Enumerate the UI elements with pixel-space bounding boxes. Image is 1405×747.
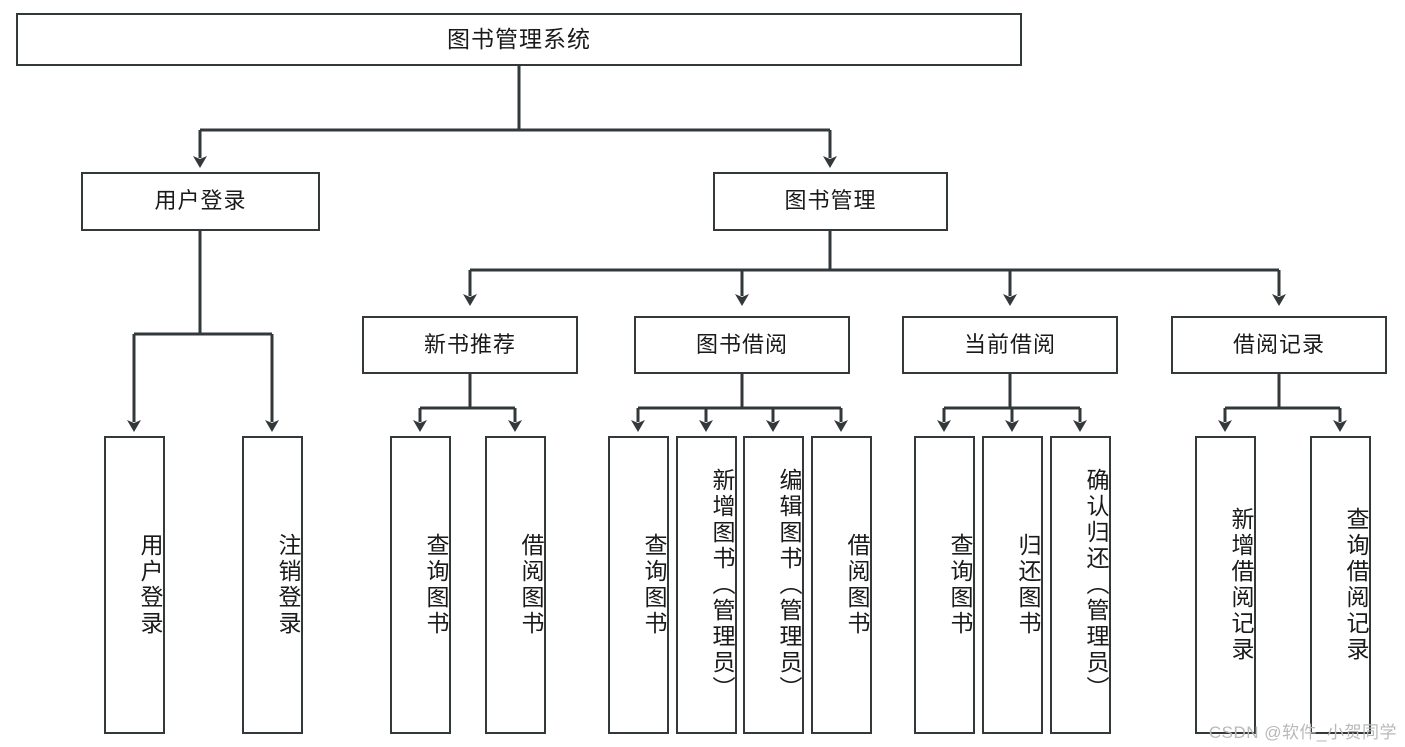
node-label: 新增图书（管理员） <box>709 468 735 702</box>
node-book-management[interactable]: 图书管理 <box>713 172 948 231</box>
node-label: 编辑图书（管理员） <box>776 468 802 702</box>
leaf-user-login-login[interactable]: 用户登录 <box>104 436 165 734</box>
node-label: 图书管理系统 <box>447 25 591 52</box>
leaf-borrow-record-query[interactable]: 查询借阅记录 <box>1310 436 1371 734</box>
node-label: 借阅图书 <box>844 533 870 637</box>
node-root-system[interactable]: 图书管理系统 <box>16 13 1022 66</box>
node-label: 图书管理 <box>784 188 877 214</box>
node-label: 查询图书 <box>947 533 973 637</box>
node-borrow-record[interactable]: 借阅记录 <box>1171 316 1387 374</box>
node-user-login[interactable]: 用户登录 <box>81 172 320 231</box>
node-label: 确认归还（管理员） <box>1083 468 1109 702</box>
node-label: 借阅图书 <box>518 533 544 637</box>
node-label: 图书借阅 <box>695 331 788 357</box>
leaf-book-borrow-add[interactable]: 新增图书（管理员） <box>676 436 737 734</box>
leaf-new-book-query[interactable]: 查询图书 <box>390 436 451 734</box>
node-label: 查询图书 <box>423 533 449 637</box>
node-label: 用户登录 <box>137 533 163 637</box>
leaf-current-borrow-return[interactable]: 归还图书 <box>982 436 1043 734</box>
node-label: 当前借阅 <box>963 331 1056 357</box>
node-label: 用户登录 <box>154 188 247 214</box>
leaf-new-book-borrow[interactable]: 借阅图书 <box>485 436 546 734</box>
node-label: 新增借阅记录 <box>1228 507 1254 663</box>
node-label: 新书推荐 <box>423 331 516 357</box>
leaf-book-borrow-borrow[interactable]: 借阅图书 <box>811 436 872 734</box>
leaf-user-login-logout[interactable]: 注销登录 <box>242 436 303 734</box>
node-label: 注销登录 <box>275 533 301 637</box>
leaf-current-borrow-query[interactable]: 查询图书 <box>914 436 975 734</box>
node-current-borrow[interactable]: 当前借阅 <box>902 316 1118 374</box>
node-label: 查询借阅记录 <box>1343 507 1369 663</box>
node-book-borrow[interactable]: 图书借阅 <box>634 316 850 374</box>
node-new-book-recommend[interactable]: 新书推荐 <box>362 316 578 374</box>
leaf-book-borrow-query[interactable]: 查询图书 <box>608 436 669 734</box>
leaf-borrow-record-add[interactable]: 新增借阅记录 <box>1195 436 1256 734</box>
node-label: 归还图书 <box>1015 533 1041 637</box>
leaf-book-borrow-edit[interactable]: 编辑图书（管理员） <box>743 436 804 734</box>
leaf-current-borrow-confirm-return[interactable]: 确认归还（管理员） <box>1050 436 1111 734</box>
node-label: 查询图书 <box>641 533 667 637</box>
watermark-text: CSDN @软件_小贺同学 <box>1208 723 1397 742</box>
node-label: 借阅记录 <box>1232 331 1325 357</box>
